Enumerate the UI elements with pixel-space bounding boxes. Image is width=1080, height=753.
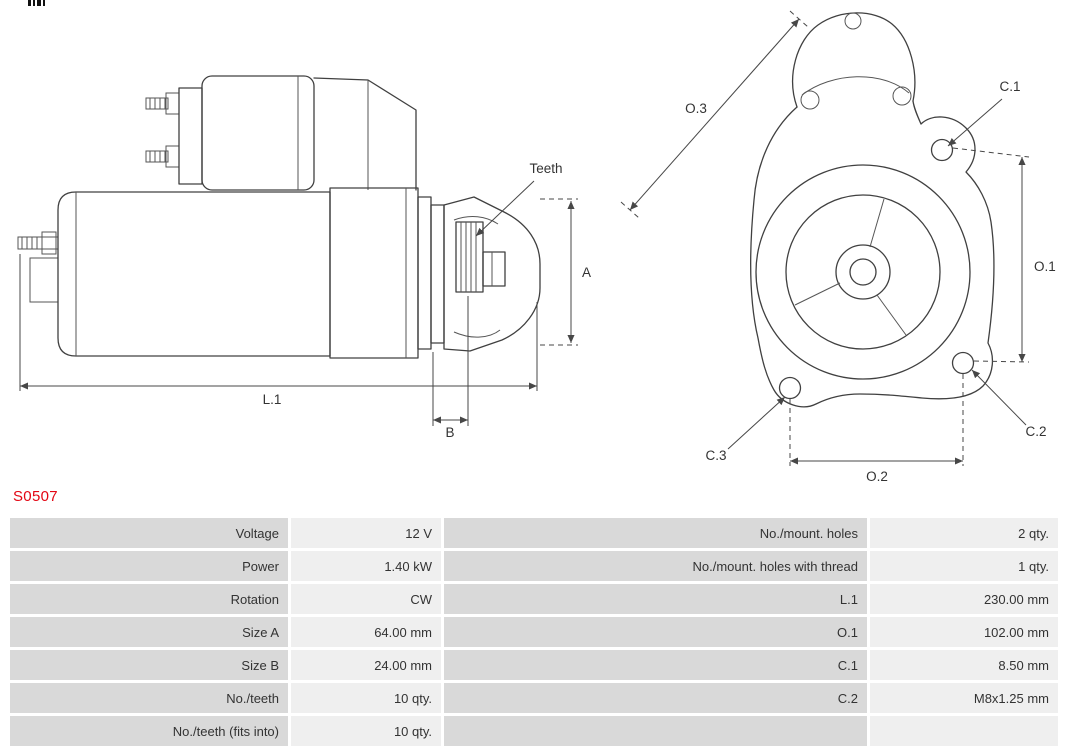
spec-label: C.1 [444, 650, 867, 680]
spec-value: 1 qty. [870, 551, 1058, 581]
spec-label: Power [10, 551, 288, 581]
spec-value: 2 qty. [870, 518, 1058, 548]
spec-value: 1.40 kW [291, 551, 441, 581]
dim-c3-label: C.3 [705, 448, 726, 463]
spec-value [870, 716, 1058, 746]
spec-value: 64.00 mm [291, 617, 441, 647]
spec-value: M8x1.25 mm [870, 683, 1058, 713]
spec-label: Voltage [10, 518, 288, 548]
dim-c1-label: C.1 [999, 79, 1020, 94]
front-view-drawing: O.3 C.1 O.1 C.3 C.2 O.2 [620, 10, 1056, 484]
dim-l1-label: L.1 [263, 392, 282, 407]
spec-label: O.1 [444, 617, 867, 647]
spec-label: Size B [10, 650, 288, 680]
spec-label: Size A [10, 617, 288, 647]
spec-value: 8.50 mm [870, 650, 1058, 680]
spec-table: Voltage 12 V No./mount. holes 2 qty. Pow… [10, 518, 1058, 746]
spec-value: 24.00 mm [291, 650, 441, 680]
spec-value: 10 qty. [291, 683, 441, 713]
spec-value: 10 qty. [291, 716, 441, 746]
spec-label: C.2 [444, 683, 867, 713]
spec-value: 102.00 mm [870, 617, 1058, 647]
spec-value: 230.00 mm [870, 584, 1058, 614]
spec-label: No./mount. holes with thread [444, 551, 867, 581]
dim-o3-label: O.3 [685, 101, 707, 116]
spec-label: No./teeth (fits into) [10, 716, 288, 746]
dim-o1-label: O.1 [1034, 259, 1056, 274]
spec-value: 12 V [291, 518, 441, 548]
dim-o2-label: O.2 [866, 469, 888, 484]
part-number: S0507 [13, 488, 58, 505]
dim-b-label: B [445, 425, 454, 440]
spec-label [444, 716, 867, 746]
teeth-label: Teeth [529, 161, 562, 176]
spec-label: No./teeth [10, 683, 288, 713]
side-view-drawing: Teeth A L.1 B [17, 75, 591, 440]
barcode-fragment [28, 0, 45, 6]
spec-label: L.1 [444, 584, 867, 614]
spec-label: Rotation [10, 584, 288, 614]
spec-value: CW [291, 584, 441, 614]
dim-a-label: A [582, 265, 591, 280]
dim-c2-label: C.2 [1025, 424, 1046, 439]
technical-diagram: Teeth A L.1 B [17, 0, 1056, 484]
spec-label: No./mount. holes [444, 518, 867, 548]
